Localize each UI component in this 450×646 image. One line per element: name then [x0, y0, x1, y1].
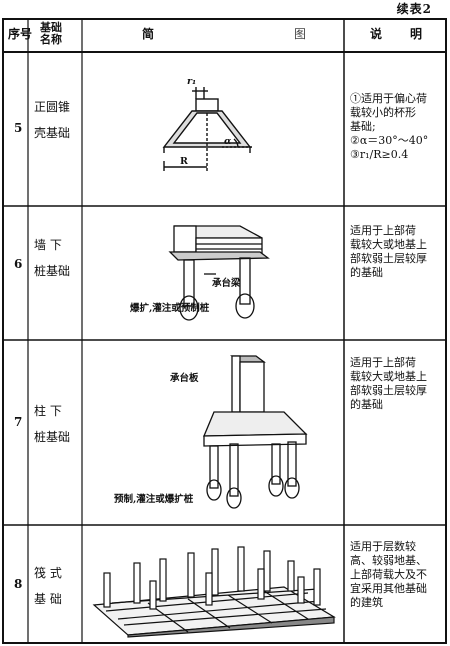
conical-shell-foundation-drawing: [162, 87, 252, 171]
row-6-name-line1: 墙 下: [34, 238, 62, 252]
row-7-name: 柱 下 桩基础: [34, 398, 78, 450]
row-6-desc-line: 部软弱土层较厚: [350, 252, 427, 265]
header-desc-b: 明: [410, 27, 423, 41]
row-6-number: 6: [14, 257, 23, 271]
header-figure-b: 图: [294, 27, 307, 41]
row-8-name: 筏 式 基 础: [34, 560, 78, 612]
label-R: R: [180, 156, 188, 167]
row-8-description: 适用于层数较 高、较弱地基、 上部荷载大及不 宜采用其他基础 的建筑: [350, 540, 444, 610]
row-8-desc-line: 高、较弱地基、: [350, 554, 427, 567]
row-5-name-line2: 壳基础: [34, 126, 71, 140]
label-pile-type-7: 预制,灌注或爆扩桩: [114, 494, 194, 505]
header-name: 基础 名称: [32, 22, 70, 46]
row-8-desc-line: 的建筑: [350, 596, 383, 609]
label-pile-type-6: 爆扩,灌注或预制桩: [130, 303, 210, 314]
label-r1: r₁: [187, 76, 197, 87]
header-desc-a: 说: [370, 27, 383, 41]
table-caption: 续表2: [396, 2, 432, 16]
row-7-desc-line: 的基础: [350, 398, 383, 411]
table-grid: [2, 18, 447, 644]
row-7-desc-line: 载较大或地基上: [350, 370, 427, 383]
row-5-name: 正圆锥 壳基础: [34, 94, 78, 146]
header-name-line2: 名称: [40, 33, 62, 46]
column-pile-foundation-drawing: [203, 355, 308, 509]
row-6-name-line2: 桩基础: [34, 264, 71, 278]
row-5-desc-line: ③r₁/R≥0.4: [350, 148, 409, 161]
row-5-desc-line: ②α＝30°～40°: [350, 134, 429, 147]
row-8-number: 8: [14, 577, 23, 591]
wall-pile-foundation-drawing: [168, 225, 270, 321]
row-7-name-line1: 柱 下: [34, 404, 62, 418]
label-cap-slab: 承台板: [170, 373, 199, 384]
label-alpha: α: [224, 136, 232, 147]
label-cap-beam: 承台梁: [212, 278, 241, 289]
row-6-desc-line: 的基础: [350, 266, 383, 279]
row-8-name-line1: 筏 式: [34, 566, 62, 580]
row-7-desc-line: 适用于上部荷: [350, 356, 416, 369]
row-5-desc-line: ①适用于偏心荷: [350, 92, 427, 105]
row-8-desc-line: 上部荷载大及不: [350, 568, 427, 581]
row-7-name-line2: 桩基础: [34, 430, 71, 444]
header-no: 序号: [8, 27, 33, 41]
row-8-desc-line: 宜采用其他基础: [350, 582, 427, 595]
row-6-name: 墙 下 桩基础: [34, 232, 78, 284]
header-name-line1: 基础: [40, 21, 62, 34]
row-7-desc-line: 部软弱土层较厚: [350, 384, 427, 397]
row-5-desc-line: 基础;: [350, 120, 376, 133]
row-6-desc-line: 适用于上部荷: [350, 224, 416, 237]
row-6-desc-line: 载较大或地基上: [350, 238, 427, 251]
row-8-name-line2: 基 础: [34, 592, 62, 606]
row-5-name-line1: 正圆锥: [34, 100, 71, 114]
row-7-description: 适用于上部荷 载较大或地基上 部软弱土层较厚 的基础: [350, 356, 444, 412]
foundation-table: 序号 基础 名称 简 图 说 明 5 正圆锥 壳基础 ①适用于偏心荷 载较小的杯…: [2, 18, 447, 644]
header-figure-a: 简: [142, 27, 155, 41]
row-8-desc-line: 适用于层数较: [350, 540, 416, 553]
row-6-description: 适用于上部荷 载较大或地基上 部软弱土层较厚 的基础: [350, 224, 444, 280]
row-5-desc-line: 载较小的杯形: [350, 106, 416, 119]
row-7-number: 7: [14, 415, 23, 429]
row-5-number: 5: [14, 121, 23, 135]
row-5-description: ①适用于偏心荷 载较小的杯形 基础; ②α＝30°～40° ③r₁/R≥0.4: [350, 92, 444, 162]
raft-foundation-drawing: [92, 546, 336, 638]
